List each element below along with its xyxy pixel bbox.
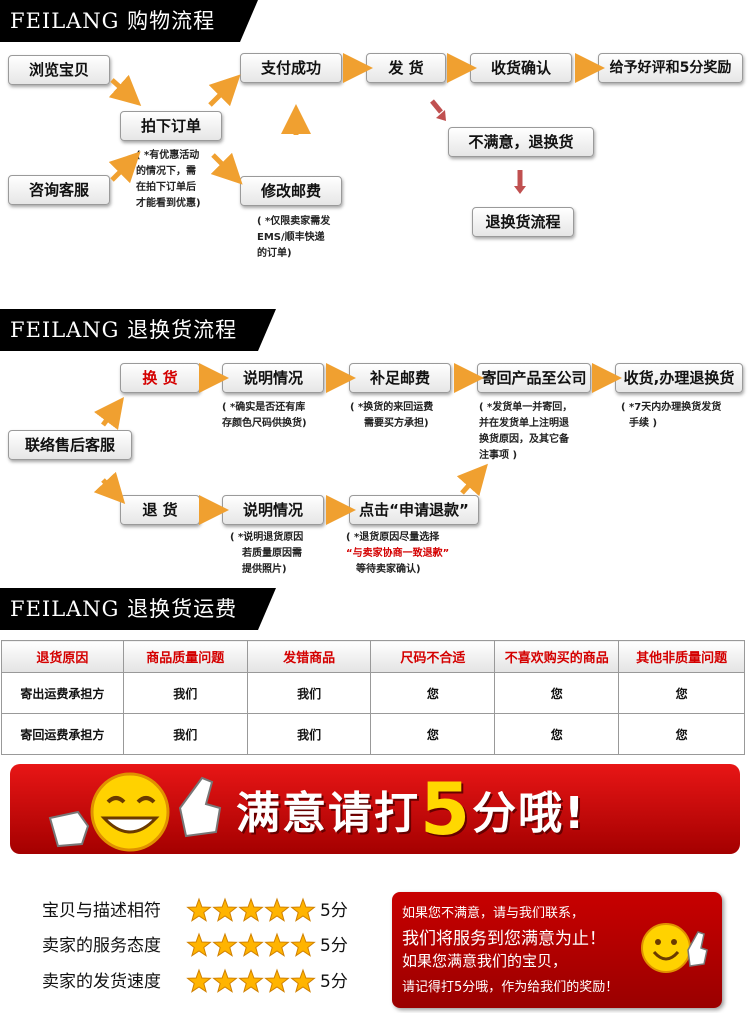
flow-box-review: 给予好评和5分奖励 [598,53,743,83]
star-icon [264,968,290,993]
flow-box-consult: 咨询客服 [8,175,110,205]
flow-box-return-flow: 退换货流程 [472,207,574,237]
table-header-cell: 商品质量问题 [122,640,248,673]
rating-score-shipping: 5分 [320,972,348,992]
table-cell: 您 [494,672,620,714]
rating-stars-description [186,897,316,925]
rating-label-shipping: 卖家的发货速度 [42,972,161,992]
star-icon [212,968,238,993]
rating-label-description: 宝贝与描述相符 [42,901,161,921]
table-row: 寄回运费承担方 我们 我们 您 您 您 [1,713,745,755]
section-title-shipping-fees: FEILANG 退换货运费问题 [0,588,276,663]
table-cell: 我们 [122,713,248,755]
receive-note: ( *7天内办理换货发货手续 ) [621,402,722,429]
flow-box-modify-postage: 修改邮费 [240,176,342,206]
section2-arrows [93,363,622,525]
flow-box-order: 拍下订单 [120,111,222,141]
rating-score-description: 5分 [320,901,348,921]
smiley-thumbs-up-icon [48,772,222,852]
card-line-3: 如果您满意我们的宝贝， [402,952,568,970]
smiley-icon [641,923,708,973]
order-note: ( *有优惠活动的情况下，需 在拍下订单后才能看到优惠) [136,150,201,209]
star-icon [264,897,290,922]
star-icon [290,897,316,922]
table-cell: 寄回运费承担方 [1,713,124,755]
star-icon [212,932,238,957]
star-icon [212,897,238,922]
table-cell: 我们 [246,672,372,714]
star-icon [186,968,212,993]
table-cell: 您 [618,672,745,714]
card-line-2: 我们将服务到您满意为止！ [402,929,606,949]
table-cell: 我们 [122,672,248,714]
star-icon [186,897,212,922]
five-star-banner: 满意请打5分哦! [10,764,740,854]
table-header-cell: 其他非质量问题 [618,640,745,673]
rating-stars-shipping [186,968,316,996]
rating-label-service: 卖家的服务态度 [42,936,161,956]
flow-box-browse: 浏览宝贝 [8,55,110,85]
table-header-cell: 退货原因 [1,640,124,673]
table-cell: 您 [370,713,496,755]
star-icon [238,968,264,993]
flow-box-apply-refund: 点击“申请退款” [349,495,479,525]
table-cell: 您 [494,713,620,755]
table-cell: 您 [370,672,496,714]
flow-box-confirm: 收货确认 [470,53,572,83]
flow-box-exchange: 换 货 [120,363,200,393]
apply-note: ( *退货原因尽量选择 “与卖家协商一致退款” 等待卖家确认) [346,532,450,575]
section-title-shopping: FEILANG 购物流程 [0,0,258,42]
flow-box-pay: 支付成功 [240,53,342,83]
table-cell: 您 [618,713,745,755]
star-icon [290,932,316,957]
flow-box-refund-item: 退 货 [120,495,200,525]
flow-box-sendback: 寄回产品至公司 [477,363,591,393]
sendback-note: ( *发货单一并寄回，并在发货单上注明退 换货原因，及其它备注事项 ) [479,402,573,461]
star-icon [238,932,264,957]
rating-stars-service [186,932,316,960]
shipping-fee-table: 退货原因 商品质量问题 发错商品 尺码不合适 不喜欢购买的商品 其他非质量问题 … [1,640,745,755]
flow-box-ship: 发 货 [366,53,446,83]
table-cell: 寄出运费承担方 [1,672,124,714]
explain-note: ( *确实是否还有库存颜色尺码供换货) [222,402,307,429]
rating-score-service: 5分 [320,936,348,956]
star-icon [238,897,264,922]
flow-box-aftersale: 联络售后客服 [8,430,132,460]
table-row: 寄出运费承担方 我们 我们 您 您 您 [1,672,745,714]
flow-box-unhappy: 不满意，退换货 [448,127,594,157]
table-header-cell: 尺码不合适 [370,640,496,673]
banner-text: 满意请打5分哦! [236,767,587,851]
explain2-note: ( *说明退货原因若质量原因需提供照片) [230,532,304,575]
satisfaction-card: 如果您不满意，请与我们联系， 我们将服务到您满意为止！ 如果您满意我们的宝贝， … [392,892,722,1008]
table-header-cell: 不喜欢购买的商品 [494,640,620,673]
star-icon [264,932,290,957]
section1-arrows [108,53,605,194]
star-icon [186,932,212,957]
table-header-row: 退货原因 商品质量问题 发错商品 尺码不合适 不喜欢购买的商品 其他非质量问题 [1,640,745,673]
card-line-4: 请记得打5分哦，作为给我们的奖励！ [402,980,619,995]
postage-note: ( *换货的来回运费需要买方承担) [350,402,434,429]
star-icon [290,968,316,993]
table-header-cell: 发错商品 [246,640,372,673]
table-cell: 我们 [246,713,372,755]
card-line-1: 如果您不满意，请与我们联系， [402,906,585,921]
flow-box-explain2: 说明情况 [222,495,324,525]
flow-box-postage: 补足邮费 [349,363,451,393]
flow-box-explain: 说明情况 [222,363,324,393]
section-title-return-flow: FEILANG 退换货流程 [0,309,276,351]
